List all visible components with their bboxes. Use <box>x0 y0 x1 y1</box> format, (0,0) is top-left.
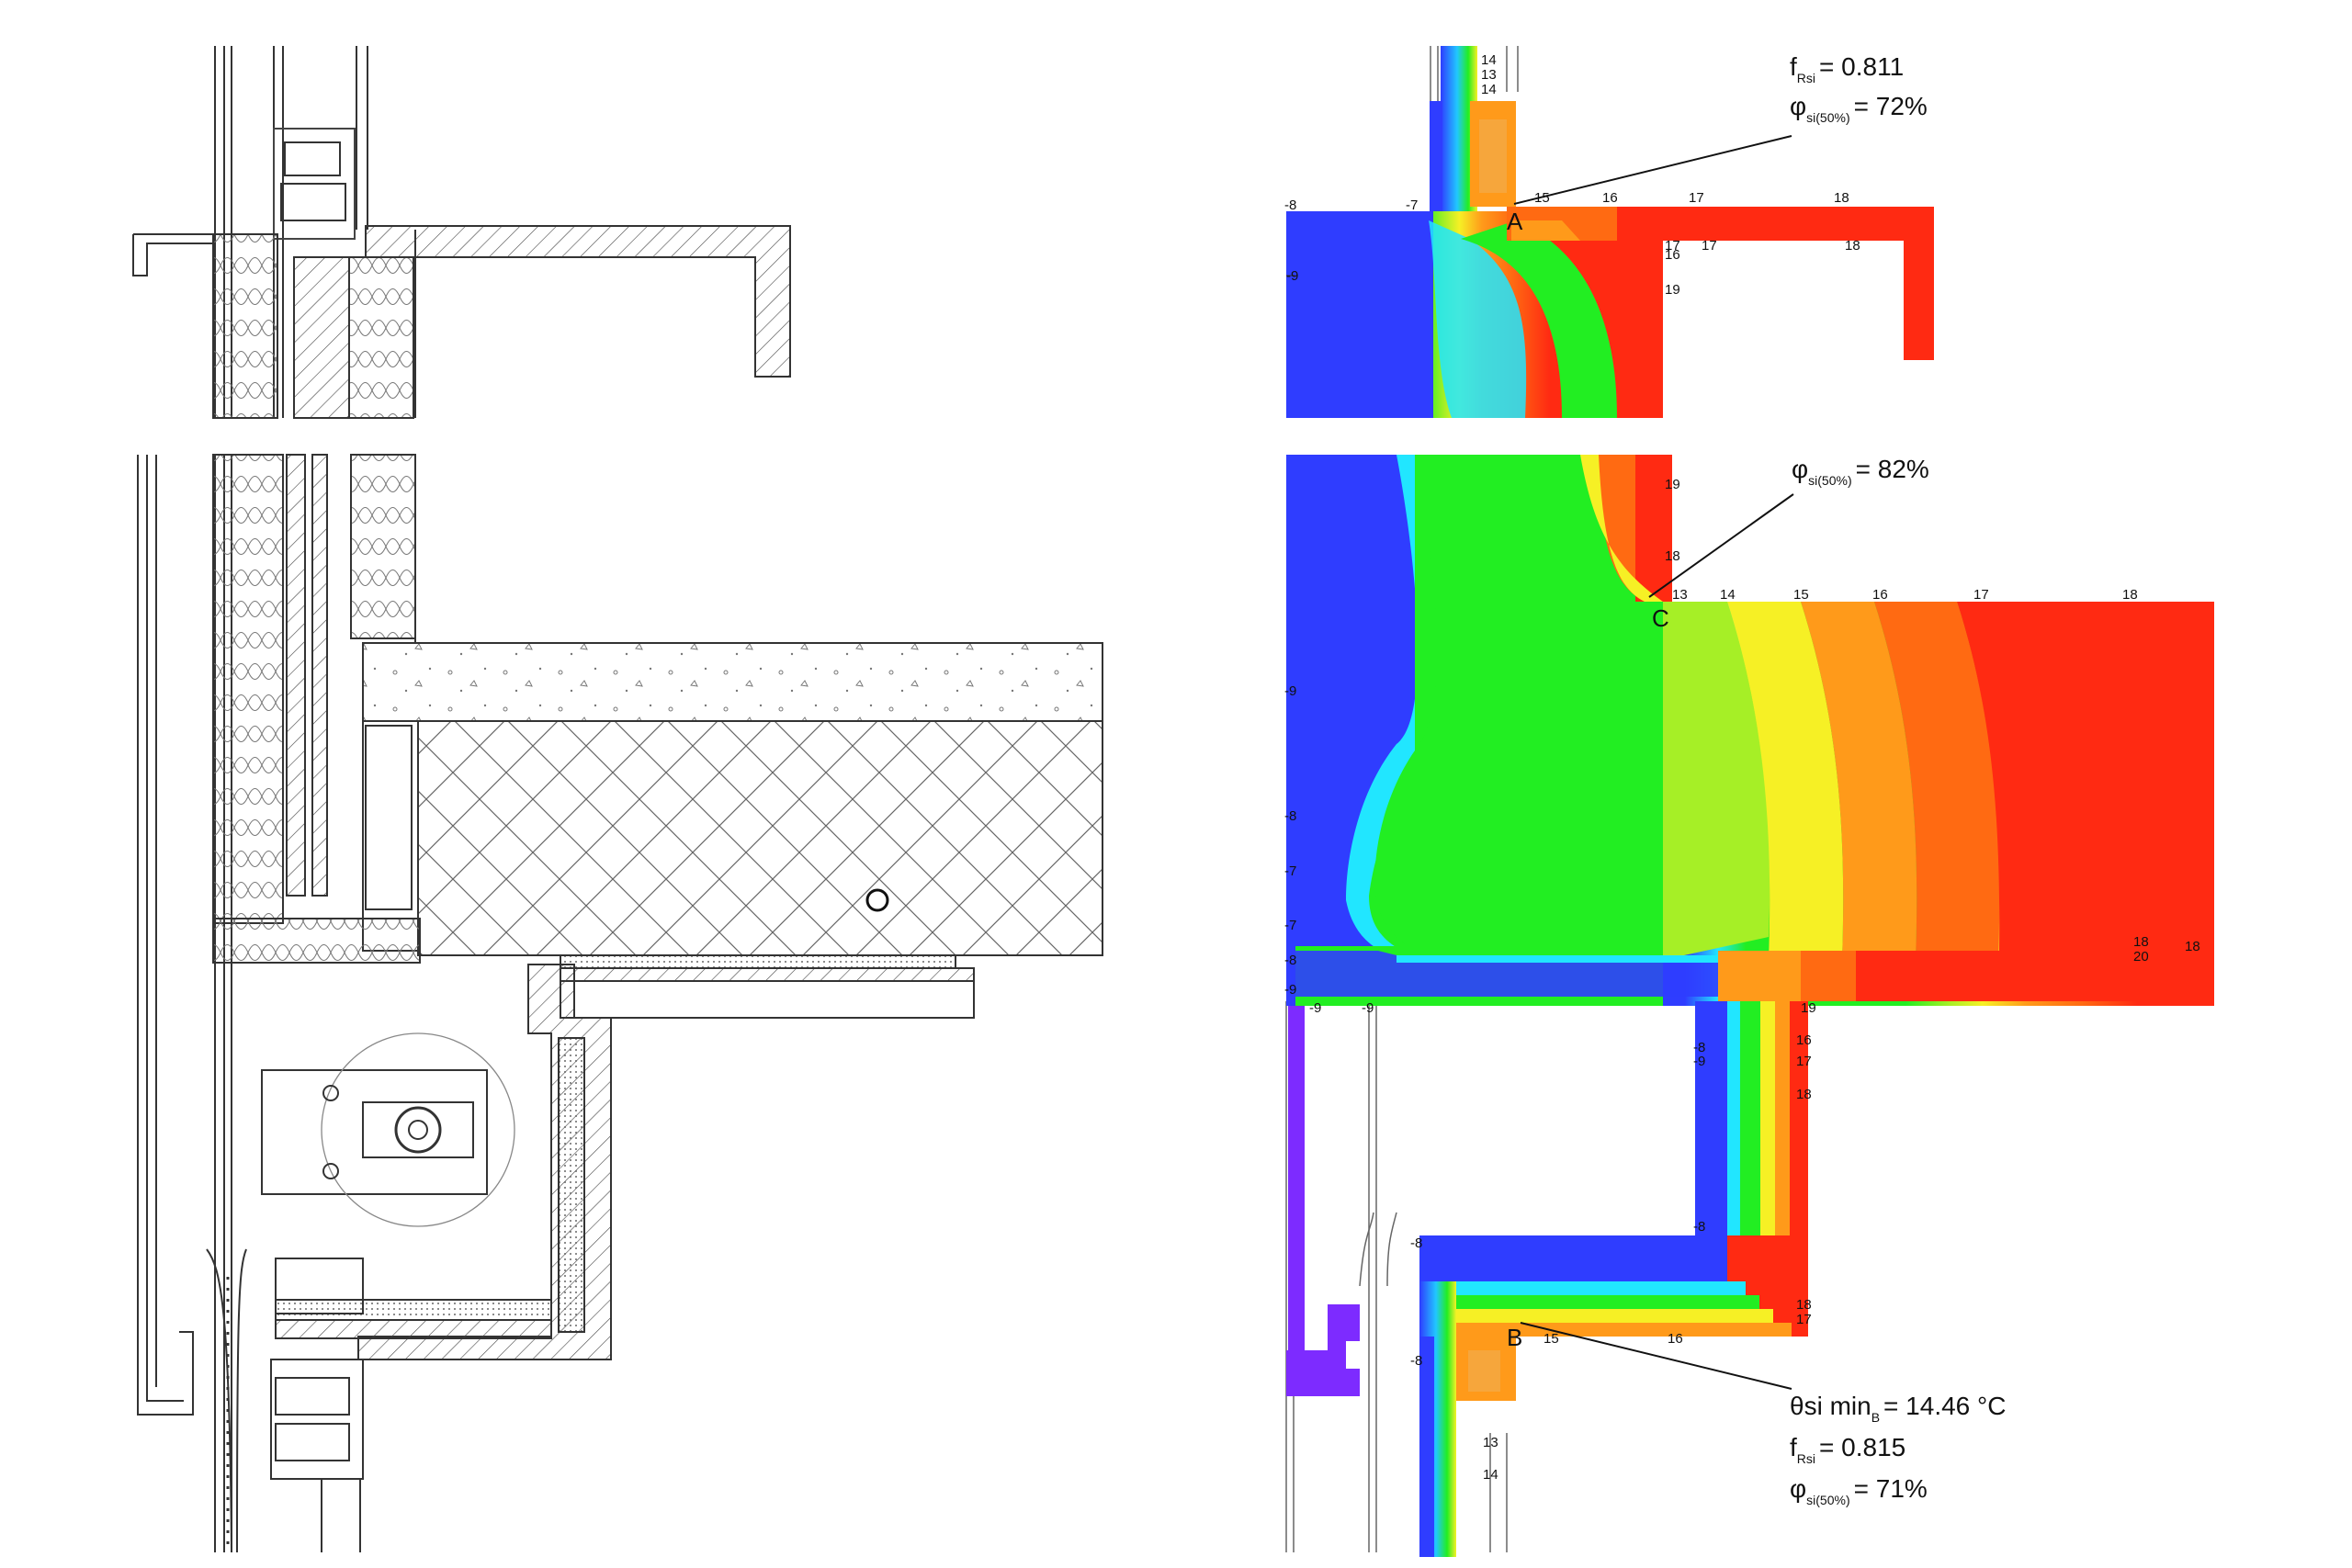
isotherm-label: 14 <box>1720 587 1736 603</box>
svg-text:φsi(50%)= 82%: φsi(50%) = 82% <box>1792 455 1929 488</box>
isotherm-label: 15 <box>1793 587 1809 603</box>
isotherm-label: -8 <box>1410 1235 1422 1251</box>
frsi-subscript: Rsi <box>1797 1451 1815 1466</box>
isotherm-label: -8 <box>1284 808 1296 824</box>
isotherm-label: 18 <box>2185 939 2200 954</box>
cad-section-drawing <box>132 46 1103 1553</box>
isotherm-label: 17 <box>1665 238 1680 254</box>
cad-lower-block <box>137 454 1103 1553</box>
isotherm-label: 20 <box>2133 949 2149 964</box>
isotherm-label: 19 <box>1801 1000 1816 1016</box>
isotherm-label: 13 <box>1672 587 1688 603</box>
isotherm-label: -7 <box>1406 197 1418 213</box>
isotherm-label: 13 <box>1483 1435 1498 1450</box>
isotherm-label: -9 <box>1693 1054 1705 1069</box>
isotherm-labels: 14 13 14 -8 -7 15 16 17 18 -9 17 16 17 1… <box>1284 52 2200 1483</box>
isotherm-label: 16 <box>1872 587 1888 603</box>
isotherm-label: -7 <box>1284 918 1296 933</box>
phi-symbol: φ <box>1790 92 1806 120</box>
thermal-upper-block <box>1286 46 1934 418</box>
leader-lines <box>1513 135 1794 1390</box>
isotherm-label: 14 <box>1483 1467 1498 1483</box>
isotherm-label: -8 <box>1693 1219 1705 1235</box>
isotherm-label: -9 <box>1362 1000 1374 1016</box>
thermal-simulation: A C B 14 13 14 -8 -7 15 16 17 18 -9 17 1… <box>1284 46 2214 1557</box>
isotherm-label: 18 <box>2133 934 2149 950</box>
isotherm-label: -8 <box>1410 1353 1422 1369</box>
isotherm-label: 16 <box>1796 1032 1812 1048</box>
isotherm-label: 15 <box>1534 190 1550 206</box>
isotherm-label: 18 <box>1834 190 1849 206</box>
isotherm-label: 17 <box>1973 587 1989 603</box>
isotherm-label: 18 <box>1796 1087 1812 1102</box>
isotherm-label: 18 <box>1845 238 1860 254</box>
svg-text:θsi minB= 14.46 °C: θsi minB= 14.46 °C <box>1790 1392 2006 1425</box>
isotherm-label: 14 <box>1481 52 1497 68</box>
point-b-label: B <box>1507 1324 1522 1351</box>
phi-value: = 72% <box>1854 92 1928 120</box>
isotherm-label: 14 <box>1481 82 1497 97</box>
thermal-outline-lines <box>1285 46 1519 1552</box>
phi-subscript: si(50%) <box>1806 1493 1849 1507</box>
isotherm-label: 18 <box>2122 587 2138 603</box>
isotherm-label: 17 <box>1796 1054 1812 1069</box>
phi-value: = 82% <box>1856 455 1929 483</box>
isotherm-label: -7 <box>1284 863 1296 879</box>
point-a-label: A <box>1507 208 1523 235</box>
phi-subscript: si(50%) <box>1806 110 1849 125</box>
frsi-value: = 0.815 <box>1819 1433 1905 1461</box>
isotherm-label: -8 <box>1284 197 1296 213</box>
isotherm-label: -9 <box>1284 683 1296 699</box>
annotation-top: fRsi = 0.811 φsi(50%) = 72% <box>1790 52 1928 125</box>
isotherm-label: 18 <box>1796 1297 1812 1313</box>
isotherm-label: 16 <box>1602 190 1618 206</box>
isotherm-label: 16 <box>1668 1331 1683 1347</box>
isotherm-label: 19 <box>1665 282 1680 298</box>
theta-subscript: B <box>1871 1410 1880 1425</box>
isotherm-label: -8 <box>1693 1040 1705 1055</box>
frsi-value: = 0.811 <box>1819 52 1904 81</box>
isotherm-label: -8 <box>1284 953 1296 968</box>
svg-text:fRsi= 0.815: fRsi = 0.815 <box>1790 1433 1905 1466</box>
frsi-symbol: f <box>1790 1433 1797 1461</box>
thermal-lower-block <box>1286 455 2214 1557</box>
isotherm-label: -9 <box>1309 1000 1321 1016</box>
isotherm-label: 15 <box>1544 1331 1559 1347</box>
isotherm-label: 13 <box>1481 67 1497 83</box>
isotherm-label: 19 <box>1665 477 1680 492</box>
isotherm-label: 16 <box>1665 247 1680 263</box>
frsi-symbol: f <box>1790 52 1797 81</box>
cad-upper-block <box>132 46 791 419</box>
theta-value: = 14.46 °C <box>1883 1392 2006 1420</box>
phi-symbol: φ <box>1792 455 1808 483</box>
phi-subscript: si(50%) <box>1808 473 1851 488</box>
phi-symbol: φ <box>1790 1474 1806 1503</box>
isotherm-label: 17 <box>1796 1312 1812 1327</box>
frsi-subscript: Rsi <box>1797 71 1815 85</box>
isotherm-label: 17 <box>1702 238 1717 254</box>
theta-symbol: θsi min <box>1790 1392 1871 1420</box>
isotherm-label: -9 <box>1286 268 1298 284</box>
annotation-mid: φsi(50%) = 82% <box>1792 455 1929 488</box>
annotation-bottom: θsi minB= 14.46 °C fRsi = 0.815 φsi(50%) =… <box>1790 1392 2006 1507</box>
isotherm-label: 17 <box>1689 190 1704 206</box>
phi-value: = 71% <box>1854 1474 1928 1503</box>
svg-text:φsi(50%)= 72%: φsi(50%) = 72% <box>1790 92 1928 125</box>
point-c-label: C <box>1652 604 1669 632</box>
isotherm-label: 18 <box>1665 548 1680 564</box>
svg-text:φsi(50%)= 71%: φsi(50%) = 71% <box>1790 1474 1928 1507</box>
svg-text:fRsi= 0.811: fRsi = 0.811 <box>1790 52 1904 85</box>
isotherm-label: -9 <box>1284 982 1296 998</box>
